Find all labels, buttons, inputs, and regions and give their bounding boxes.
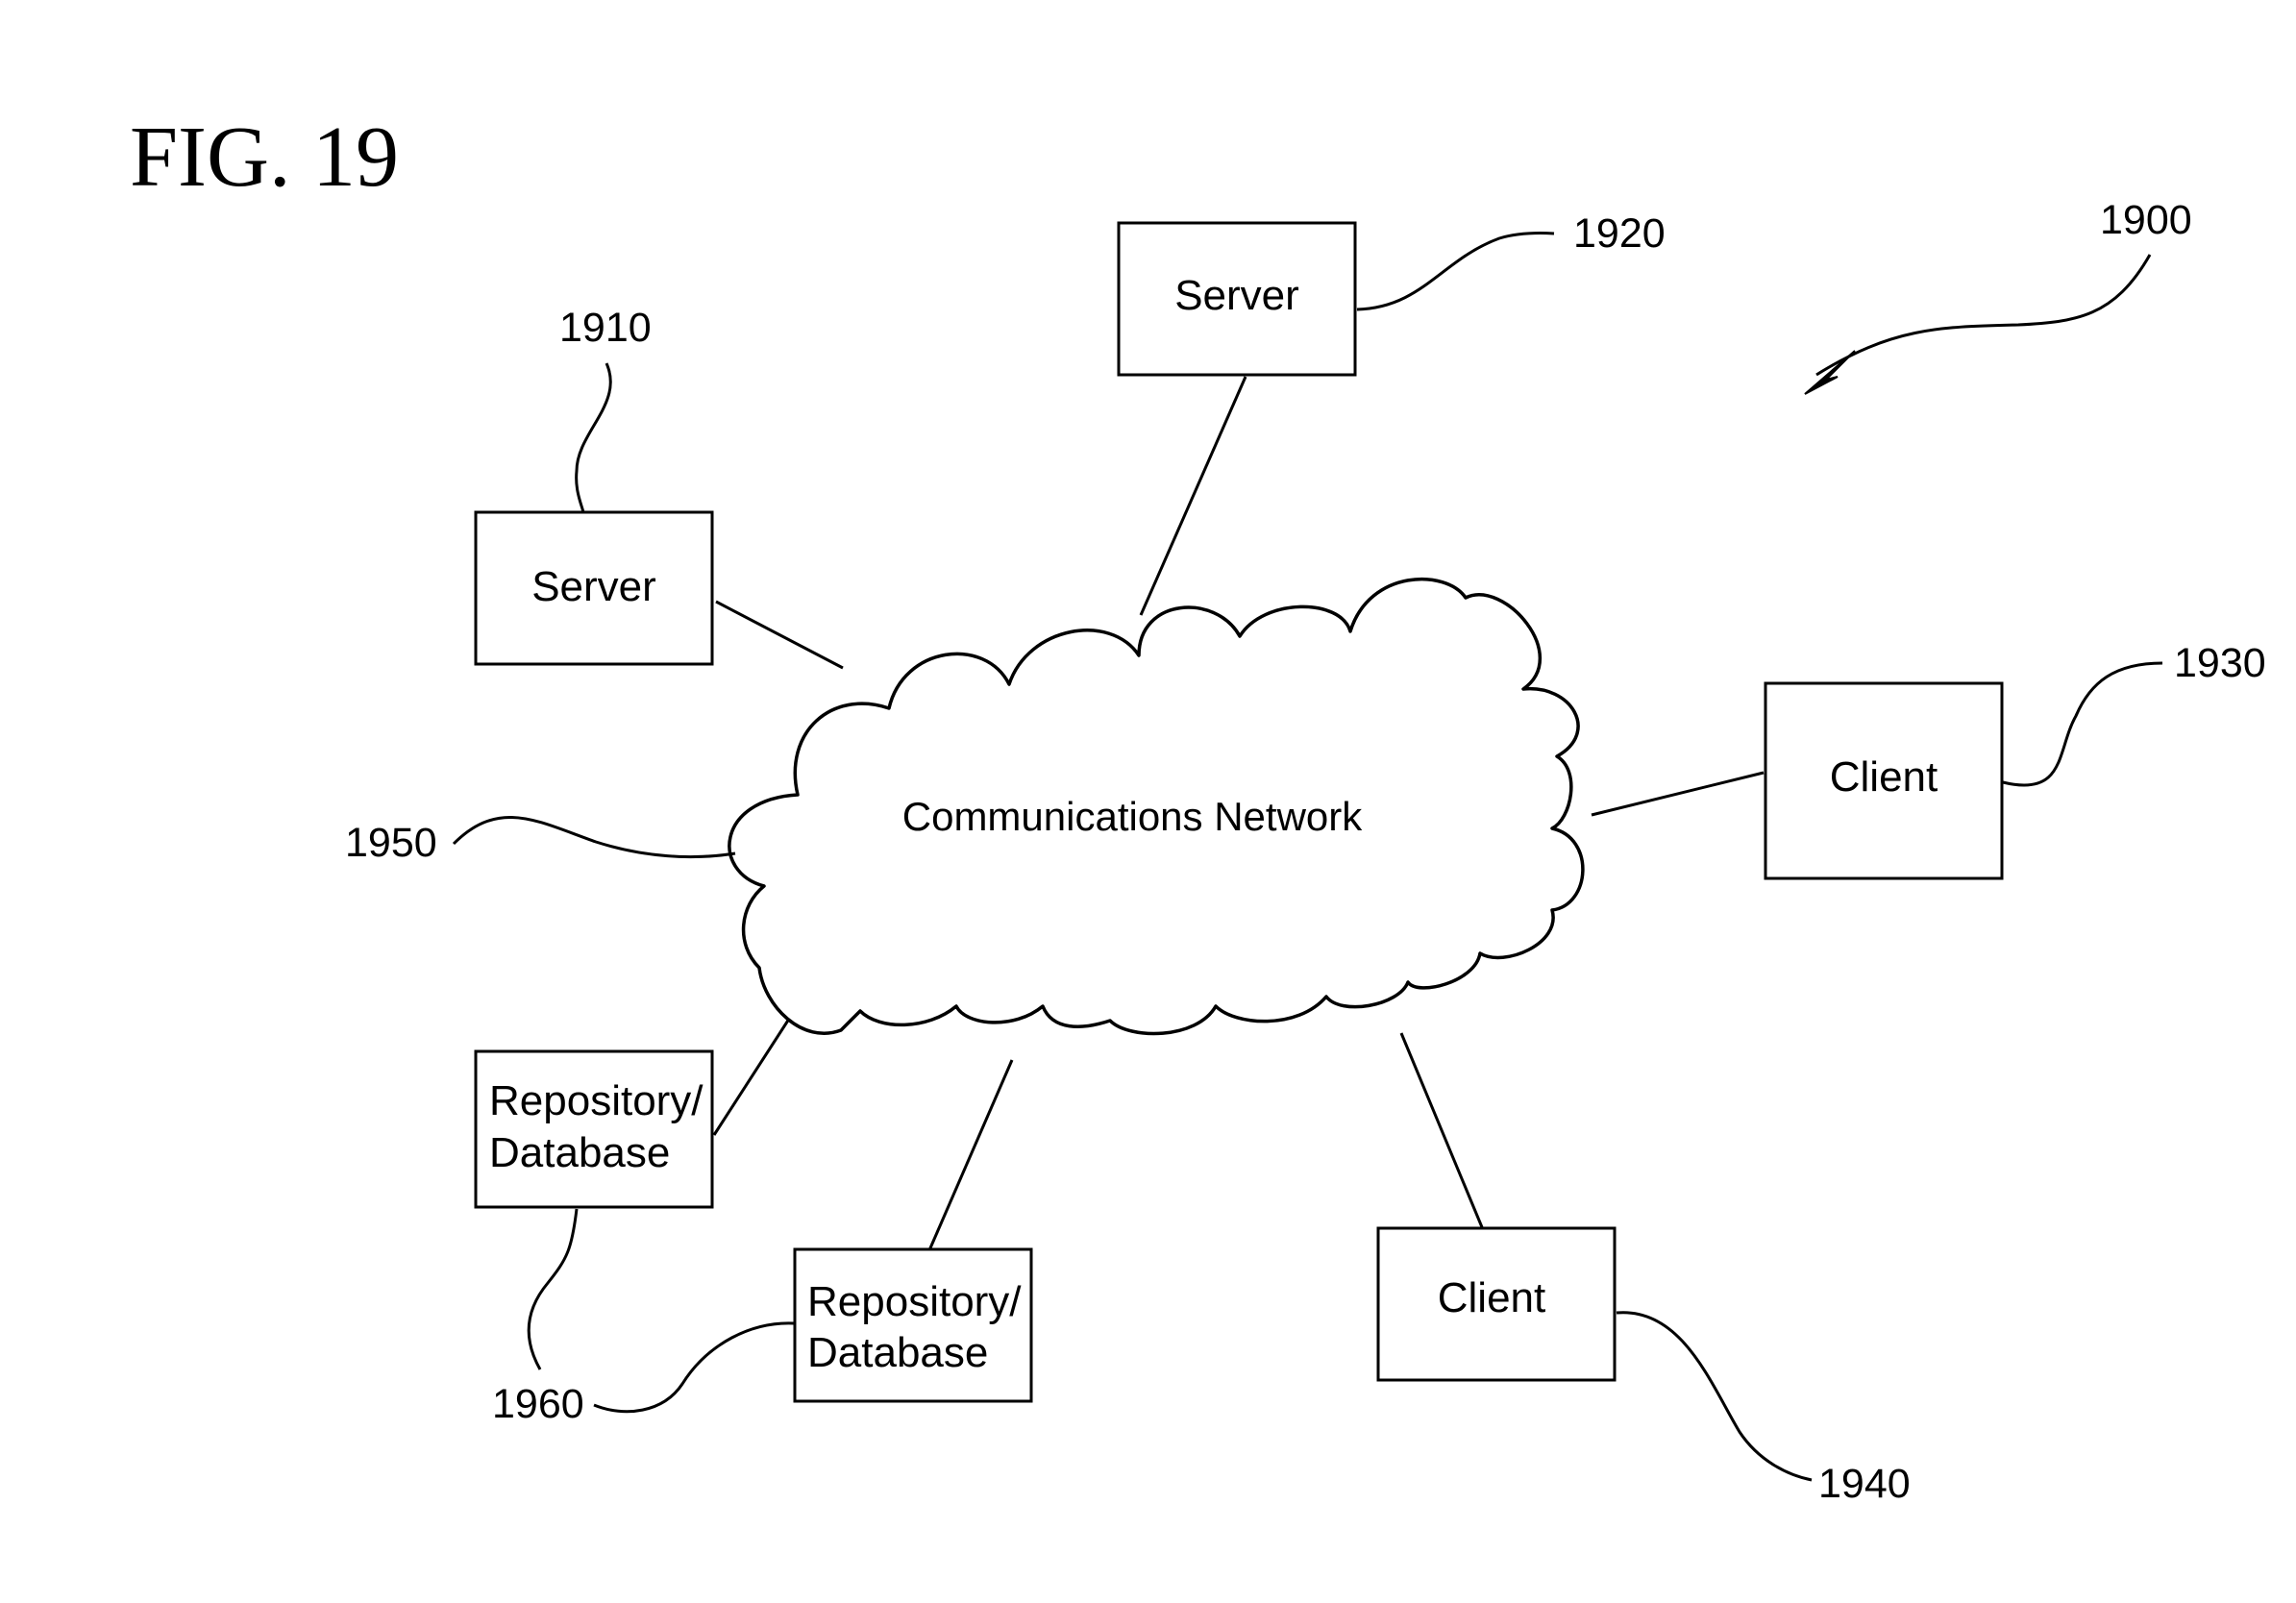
- link-repo-bottom: [929, 1060, 1012, 1250]
- server-1910-node: Server: [476, 512, 712, 664]
- ref-1920: 1920: [1573, 210, 1666, 257]
- link-client-1940: [1401, 1033, 1482, 1227]
- ref-1900: 1900: [2100, 197, 2192, 243]
- repository-bottom-label-line1: Repository/: [807, 1278, 1022, 1325]
- server-1910-label: Server: [531, 563, 656, 610]
- ref-1940: 1940: [1818, 1461, 1911, 1507]
- repository-bottom-box: [795, 1249, 1031, 1401]
- leader-1920: [1357, 234, 1554, 309]
- leader-repository-bottom: [594, 1323, 794, 1412]
- client-1930-label: Client: [1830, 753, 1938, 801]
- arrowhead-icon: [1805, 351, 1855, 394]
- server-1920-label: Server: [1174, 272, 1299, 319]
- ref-1950: 1950: [345, 820, 437, 866]
- leader-1940: [1617, 1313, 1812, 1480]
- leader-1930: [2003, 663, 2162, 785]
- link-server-1910: [716, 602, 843, 668]
- leader-1910: [577, 363, 611, 512]
- repository-left-label-line1: Repository/: [489, 1077, 704, 1124]
- ref-1930: 1930: [2174, 640, 2266, 686]
- client-1940-node: Client: [1378, 1228, 1615, 1380]
- client-1930-node: Client: [1765, 683, 2002, 878]
- leader-1900: [1816, 255, 2150, 375]
- network-label: Communications Network: [902, 794, 1363, 839]
- client-1940-label: Client: [1438, 1274, 1546, 1321]
- link-client-1930: [1592, 773, 1764, 815]
- repository-bottom-label-line2: Database: [807, 1329, 988, 1376]
- server-1920-node: Server: [1119, 223, 1355, 375]
- repository-left-node: Repository/ Database: [476, 1051, 712, 1207]
- link-server-1920: [1141, 377, 1246, 615]
- leader-1960: [529, 1209, 577, 1369]
- repository-left-label-line2: Database: [489, 1129, 670, 1176]
- ref-1960: 1960: [492, 1381, 584, 1427]
- leader-1950: [454, 817, 735, 856]
- repository-bottom-node: Repository/ Database: [795, 1249, 1031, 1401]
- figure-title: FIG. 19: [130, 110, 399, 205]
- ref-1910: 1910: [559, 305, 652, 351]
